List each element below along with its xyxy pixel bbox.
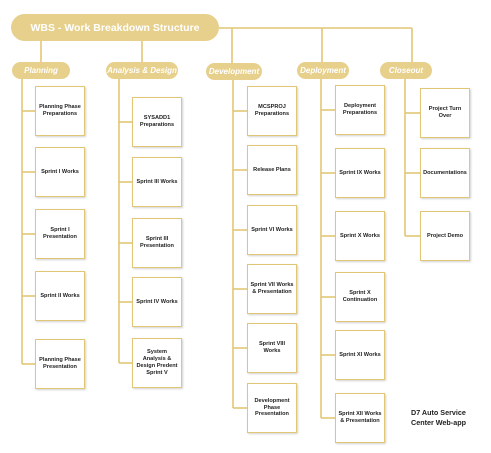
wbs-title: WBS - Work Breakdown Structure: [11, 14, 219, 41]
task-project-demo: Project Demo: [420, 211, 470, 261]
task-project-turn-over: Project Turn Over: [420, 88, 470, 138]
project-caption: D7 Auto Service Center Web-app: [411, 408, 489, 428]
task-sprint-iii-presentation: Sprint III Presentation: [132, 218, 182, 268]
task-planning-phase-presentation: Planning Phase Presentation: [35, 339, 85, 389]
project-caption-line2: Center Web-app: [411, 418, 466, 428]
task-sysadd1-preparations: SYSADD1 Preparations: [132, 97, 182, 147]
task-planning-phase-preparations: Planning Phase Preparations: [35, 86, 85, 136]
phase-closeout: Closeout: [380, 62, 432, 79]
task-mcsproj-preparations: MCSPROJ Preparations: [247, 86, 297, 136]
project-caption-line1: D7 Auto Service: [411, 408, 466, 417]
task-sprint-iii-works: Sprint III Works: [132, 157, 182, 207]
task-sprint-xi-works: Sprint XI Works: [335, 330, 385, 380]
phase-planning: Planning: [12, 62, 70, 79]
task-sprint-xii-works-presentation: Sprint XII Works & Presentation: [335, 393, 385, 443]
task-release-plans: Release Plans: [247, 145, 297, 195]
task-sprint-x-continuation: Sprint X Continuation: [335, 272, 385, 322]
phase-deployment: Deployment: [297, 62, 349, 79]
task-development-phase-presentation: Development Phase Presentation: [247, 383, 297, 433]
task-documentations: Documentations: [420, 148, 470, 198]
task-sprint-viii-works: Sprint VIII Works: [247, 323, 297, 373]
task-sprint-vi-works: Sprint VI Works: [247, 205, 297, 255]
task-sprint-ii-works: Sprint II Works: [35, 271, 85, 321]
task-sprint-ix-works: Sprint IX Works: [335, 148, 385, 198]
task-sprint-iv-works: Sprint IV Works: [132, 277, 182, 327]
task-sprint-x-works: Sprint X Works: [335, 211, 385, 261]
task-sprint-i-presentation: Sprint I Presentation: [35, 209, 85, 259]
task-system-analysis-design-sprint-v: System Analysis & Design Predent Sprint …: [132, 338, 182, 388]
task-sprint-vii-works-presentation: Sprint VII Works & Presentation: [247, 264, 297, 314]
task-sprint-i-works: Sprint I Works: [35, 147, 85, 197]
phase-development: Development: [206, 63, 262, 80]
phase-analysis-design: Analysis & Design: [106, 62, 178, 79]
task-deployment-preparations: Deployment Preparations: [335, 85, 385, 135]
